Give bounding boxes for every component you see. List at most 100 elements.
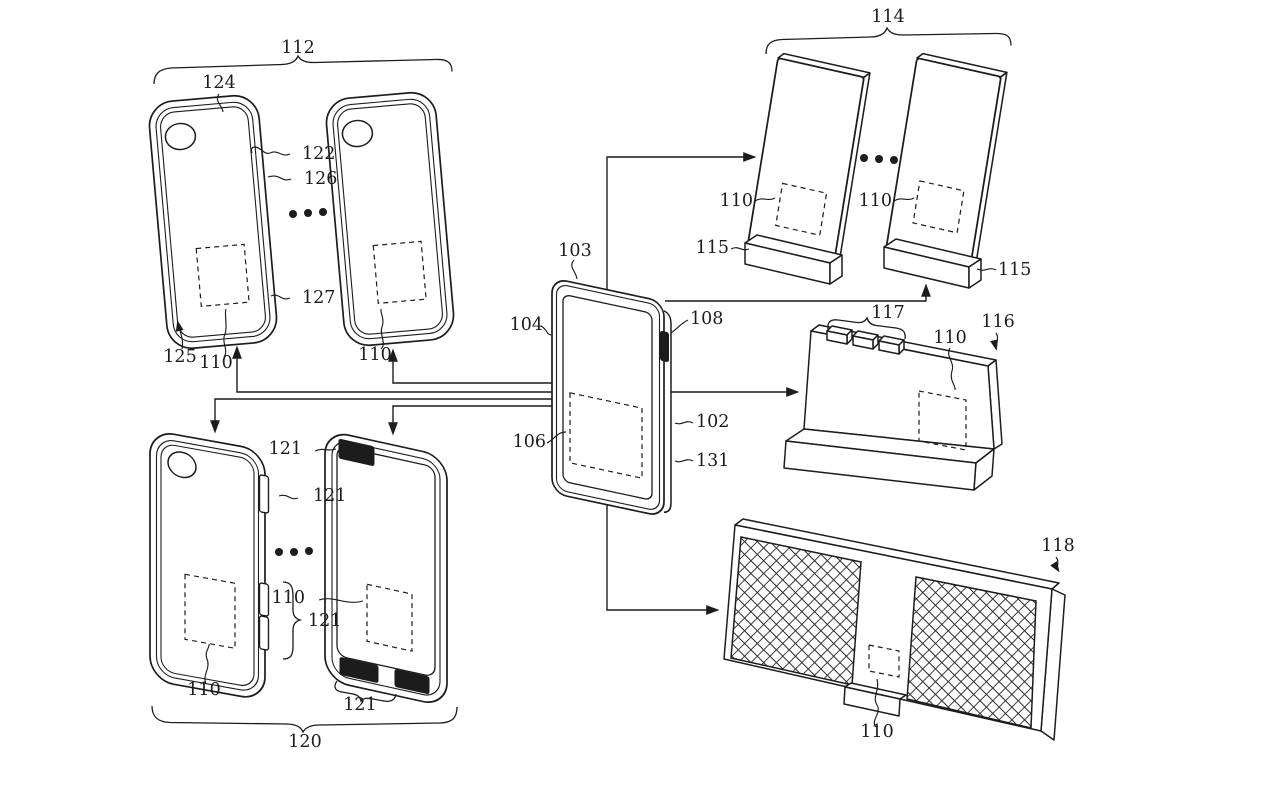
dock-buttons-117 bbox=[826, 325, 905, 355]
dock-button bbox=[826, 330, 848, 345]
stand-panel bbox=[885, 57, 1002, 268]
ref-label-115: 115 bbox=[998, 260, 1031, 280]
case-group-120: 121 121 110 121 110 121 120 bbox=[149, 433, 458, 752]
dock-116: 117 110 116 bbox=[783, 303, 1015, 491]
ellipsis-dot bbox=[319, 208, 327, 216]
ellipsis-dot bbox=[275, 548, 283, 556]
camera-hole bbox=[341, 119, 374, 148]
bottom-button bbox=[339, 657, 379, 683]
brace-112 bbox=[153, 54, 453, 85]
case-outline bbox=[324, 433, 448, 704]
ref-label-121: 121 bbox=[269, 439, 302, 459]
dock-button bbox=[852, 335, 874, 350]
stand-group-114: 114 110 110 115 115 bbox=[696, 7, 1031, 289]
speaker-foot bbox=[843, 686, 901, 717]
brace-114 bbox=[765, 26, 1012, 55]
arrow-phone-to-case1 bbox=[232, 345, 552, 393]
case-outline bbox=[325, 91, 455, 347]
bracket-121-side bbox=[282, 581, 303, 660]
phone-case-buttons-back bbox=[149, 433, 270, 698]
ref-label-118: 118 bbox=[1041, 536, 1074, 556]
brace-117 bbox=[827, 316, 906, 340]
phone-case-back-1 bbox=[148, 94, 278, 350]
camera-hole bbox=[167, 451, 197, 479]
speaker-grille-left bbox=[730, 536, 862, 686]
side-button bbox=[258, 615, 270, 651]
ref-label-110: 110 bbox=[187, 680, 220, 700]
ref-label-110: 110 bbox=[199, 353, 232, 373]
ellipsis-dot bbox=[304, 209, 312, 217]
ref-label-121: 121 bbox=[308, 611, 341, 631]
ellipsis-dot bbox=[860, 154, 868, 162]
wireless-module-region bbox=[868, 644, 900, 678]
wireless-module-region bbox=[195, 243, 250, 307]
connection-arrows bbox=[210, 152, 931, 615]
ref-label-110: 110 bbox=[859, 191, 892, 211]
ref-label-122: 122 bbox=[302, 144, 335, 164]
ellipsis-dot bbox=[305, 547, 313, 555]
top-button bbox=[338, 438, 375, 466]
ref-label-110: 110 bbox=[860, 722, 893, 742]
side-button bbox=[258, 474, 270, 514]
ref-label-108: 108 bbox=[690, 309, 723, 329]
dock-button bbox=[878, 340, 900, 355]
arrow-phone-to-stand-base bbox=[665, 283, 931, 302]
brace-120 bbox=[151, 705, 458, 734]
ref-label-112: 112 bbox=[281, 38, 314, 58]
ref-label-116: 116 bbox=[981, 312, 1014, 332]
ref-label-110: 110 bbox=[358, 345, 391, 365]
wireless-module-region bbox=[372, 240, 427, 304]
stand-panel bbox=[746, 57, 865, 268]
ellipsis-dot bbox=[289, 210, 297, 218]
arrow-phone-to-stands bbox=[606, 152, 757, 289]
ref-label-110: 110 bbox=[933, 328, 966, 348]
arrow-phone-to-case2 bbox=[388, 348, 552, 384]
phone-case-back-2 bbox=[325, 91, 455, 347]
ref-label-121: 121 bbox=[343, 695, 376, 715]
ref-label-110: 110 bbox=[720, 191, 753, 211]
arrow-phone-to-case3 bbox=[210, 398, 552, 434]
ellipsis-dot bbox=[875, 155, 883, 163]
ref-label-131: 131 bbox=[696, 451, 729, 471]
wireless-module-region bbox=[918, 390, 967, 451]
ellipsis-dot bbox=[290, 548, 298, 556]
ref-label-126: 126 bbox=[304, 169, 337, 189]
ref-label-115: 115 bbox=[696, 238, 729, 258]
charging-stand-2 bbox=[883, 52, 1008, 289]
wireless-interface-region-106 bbox=[569, 392, 643, 479]
case-outline bbox=[148, 94, 278, 350]
wireless-module-region bbox=[775, 182, 828, 236]
speaker-grille-right bbox=[906, 576, 1037, 729]
bottom-button bbox=[394, 669, 430, 694]
bracket-121-bottom bbox=[334, 680, 397, 703]
ref-label-127: 127 bbox=[302, 288, 335, 308]
speaker-118: 110 118 bbox=[723, 518, 1075, 742]
ref-label-110: 110 bbox=[272, 588, 305, 608]
ref-label-103: 103 bbox=[558, 241, 591, 261]
case-outline bbox=[149, 433, 266, 698]
wireless-module-region bbox=[366, 583, 413, 652]
ref-label-125: 125 bbox=[163, 347, 196, 367]
screen-opening bbox=[336, 446, 436, 676]
arrow-phone-to-speaker bbox=[606, 504, 720, 615]
ref-label-121: 121 bbox=[313, 486, 346, 506]
charging-stand-1 bbox=[744, 52, 871, 285]
side-button bbox=[258, 582, 270, 617]
side-button-108 bbox=[660, 330, 669, 362]
phone-case-buttons-front bbox=[324, 433, 448, 704]
ref-label-120: 120 bbox=[288, 732, 321, 752]
ref-label-102: 102 bbox=[696, 412, 729, 432]
ref-label-114: 114 bbox=[871, 7, 904, 27]
ref-label-104: 104 bbox=[510, 315, 543, 335]
phone-outline bbox=[551, 279, 665, 515]
smartphone-102: 103 104 108 102 131 106 bbox=[510, 241, 729, 515]
ref-label-106: 106 bbox=[513, 432, 546, 452]
phone-screen bbox=[562, 295, 653, 500]
ellipsis-dot bbox=[890, 156, 898, 164]
camera-hole bbox=[164, 122, 197, 151]
wireless-module-region bbox=[184, 573, 236, 650]
ref-label-117: 117 bbox=[871, 303, 904, 323]
ref-label-124: 124 bbox=[202, 73, 235, 93]
